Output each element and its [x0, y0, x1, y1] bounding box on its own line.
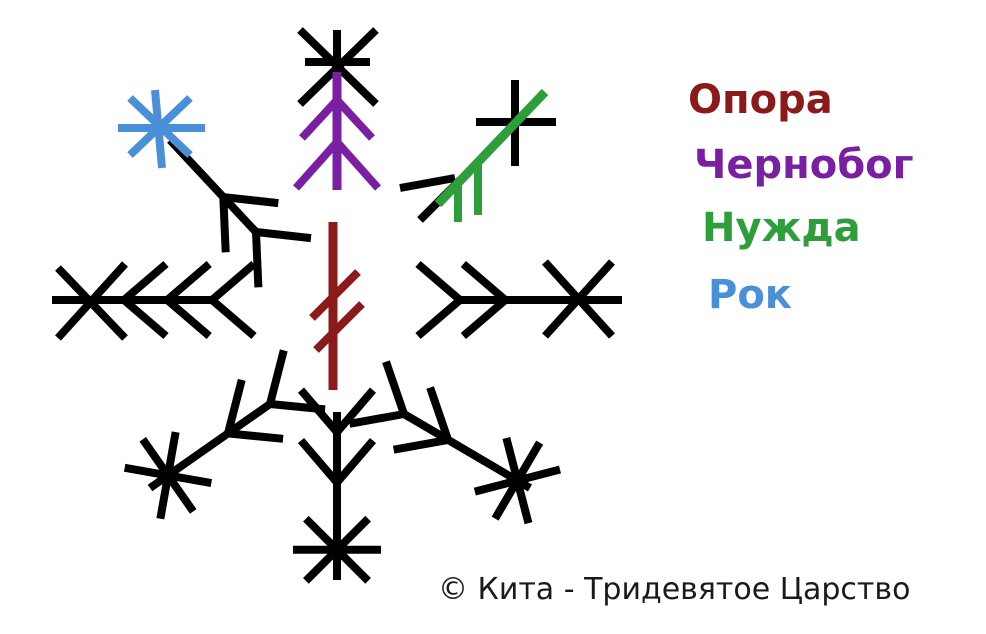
left-arm-chevron-2 [121, 296, 169, 340]
left-arm-chevron-0 [209, 296, 257, 340]
lower-right-arm-chevron-0 [382, 360, 408, 416]
legend-nuzhda: Нужда [702, 205, 861, 251]
bottom-arm-star-diag [303, 515, 371, 584]
left-arm-star-diag [55, 261, 128, 341]
left-arm-chevron-1 [164, 296, 212, 340]
upper-left-arm-stem [167, 137, 259, 235]
upper-left-arm-chevron-1 [222, 193, 279, 208]
rune-arms-colored [118, 72, 549, 390]
right-arm-chevron-0 [415, 260, 463, 304]
lower-left-arm-chevron-0 [266, 349, 288, 405]
center-opora-slash [313, 301, 365, 353]
right-arm-chevron-1 [460, 260, 508, 304]
bottom-arm-chevron-1 [297, 437, 341, 486]
lower-right-arm-stem [401, 410, 533, 492]
chernobog-branch [293, 139, 340, 191]
rune-arms-black [52, 27, 622, 584]
legend-opora: Опора [688, 77, 833, 123]
upper-right-arm-branch [399, 174, 456, 192]
bottom-arm-chevron-0 [333, 387, 377, 435]
bottom-arm-chevron-1 [333, 437, 377, 486]
lower-right-arm-star-diag [502, 437, 533, 525]
legend-chernobog: Чернобог [694, 142, 914, 188]
lower-left-arm-chevron-1 [224, 378, 246, 435]
lower-left-arm-chevron-0 [269, 400, 326, 414]
left-arm-chevron-0 [209, 260, 257, 304]
upper-left-arm-chevron-1 [219, 196, 230, 253]
lower-right-arm-chevron-1 [426, 386, 452, 442]
legend-rok: Рок [708, 272, 792, 318]
rok-star-diag [127, 95, 193, 158]
lower-right-arm-chevron-1 [392, 435, 449, 454]
lower-left-arm-chevron-1 [227, 429, 284, 443]
right-arm-chevron-0 [415, 296, 463, 340]
left-arm-chevron-2 [121, 260, 169, 304]
lower-left-arm-star-diag [123, 463, 213, 487]
upper-left-arm-chevron-0 [255, 228, 312, 243]
right-arm-star-diag [542, 259, 615, 339]
chernobog-branch [299, 97, 340, 141]
right-arm-chevron-1 [460, 296, 508, 340]
left-arm-chevron-1 [164, 260, 212, 304]
chernobog-branch [334, 97, 375, 141]
center-opora-slash [309, 269, 361, 321]
chernobog-branch [334, 139, 381, 191]
lower-right-arm-chevron-0 [348, 410, 405, 428]
upper-left-arm-chevron-0 [252, 231, 263, 288]
copyright-notice: © Кита - Тридевятое Царство [438, 572, 911, 607]
top-arm-star-diag [297, 27, 379, 107]
